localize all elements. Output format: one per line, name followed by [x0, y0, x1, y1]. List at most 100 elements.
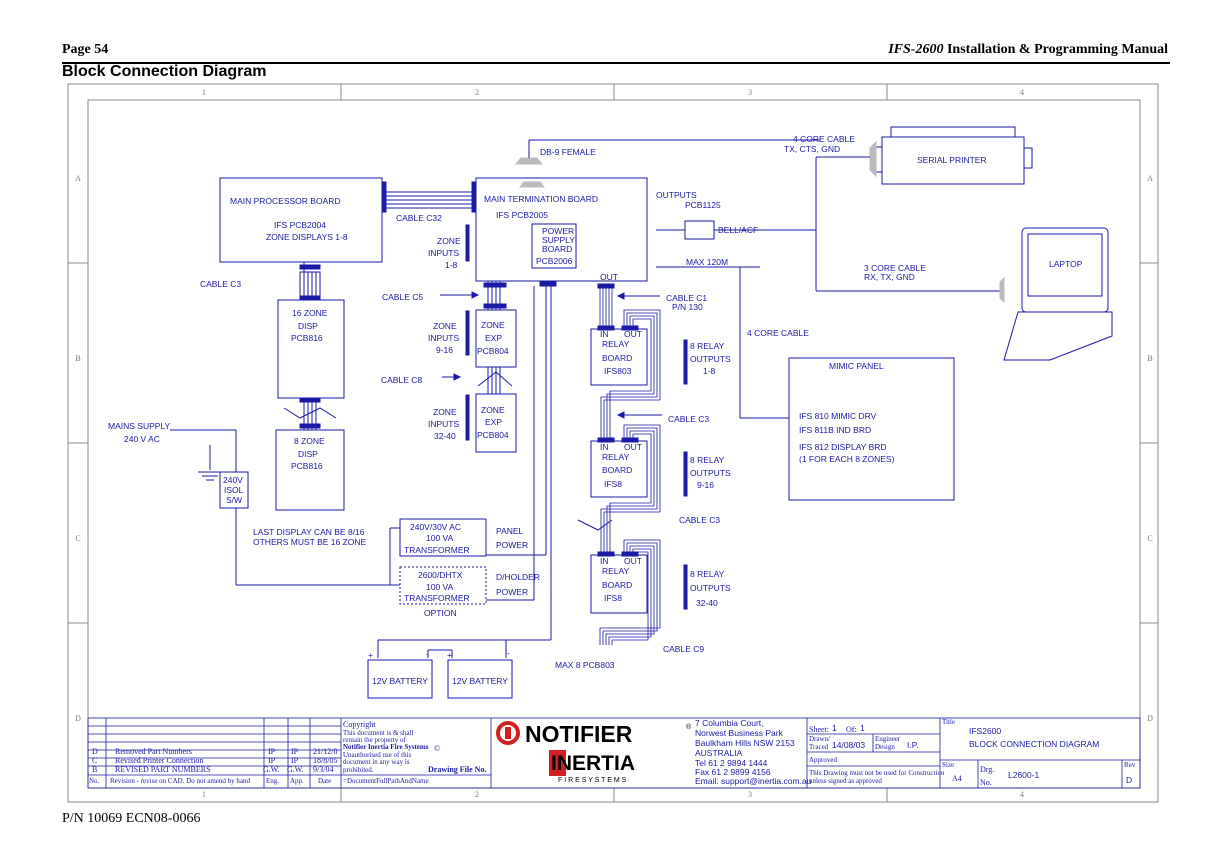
zone16-label-3: PCB816 — [291, 333, 323, 343]
four-core-cable-label: 4 CORE CABLE — [793, 134, 855, 144]
grid-col-4-bottom: 4 — [1020, 790, 1024, 799]
manual-title: IFS-2600 Installation & Programming Manu… — [888, 42, 1168, 58]
relay-1-label-2: BOARD — [602, 353, 632, 363]
rev-b-date: 9/3/04 — [313, 765, 333, 774]
notifier-logo-text: NOTIFIER — [525, 721, 633, 747]
rev-header-revision: Revision - revise on CAD. Do not amend b… — [110, 777, 250, 785]
main-processor-board-box — [219, 177, 383, 263]
copyright-symbol: © — [434, 744, 440, 753]
title-line-1: IFS2600 — [969, 726, 1001, 736]
db9-connector — [514, 157, 544, 165]
last-display-label-1: LAST DISPLAY CAN BE 8/16 — [253, 527, 365, 537]
pcb1125-label: PCB1125 — [685, 200, 721, 210]
drawing-number: L2600-1 — [1008, 770, 1039, 780]
grid-labels: 1 2 3 4 1 2 3 4 A B C D A B C D — [75, 88, 1153, 799]
grid-col-4-top: 4 — [1020, 88, 1024, 97]
approved-label: Approved — [809, 756, 837, 764]
eight-relay-1-label-2: OUTPUTS — [690, 354, 731, 364]
cable-c3-mid-label: CABLE C3 — [668, 414, 709, 424]
relay-2-model-label: IFS8 — [604, 479, 622, 489]
eight-relay-1-label-1: 8 RELAY — [690, 341, 725, 351]
address-line-7: Email: support@inertia.com.au — [695, 776, 812, 786]
battery-1-label: 12V BATTERY — [372, 676, 428, 686]
relay-1-model-label: IFS803 — [604, 366, 632, 376]
grid-col-3-top: 3 — [748, 88, 752, 97]
grid-row-a-right: A — [1147, 174, 1153, 183]
copyright-line-5: Unauthorised use of this — [343, 751, 412, 759]
grid-row-c-left: C — [75, 534, 80, 543]
address-line-3: Baulkham Hills NSW 2153 — [695, 738, 795, 748]
transformer-1-label-2: 100 VA — [426, 533, 454, 543]
drawn-date: 14/08/03 — [832, 740, 865, 750]
last-display-label-2: OTHERS MUST BE 16 ZONE — [253, 537, 367, 547]
relay-3-out-label: OUT — [624, 556, 642, 566]
title-label: Title — [942, 718, 955, 726]
grid-col-1-bottom: 1 — [202, 790, 206, 799]
zone-displays-label: ZONE DISPLAYS 1-8 — [266, 232, 348, 242]
three-core-cable-label: 3 CORE CABLE — [864, 263, 926, 273]
mimic-line-2: IFS 811B IND BRD — [799, 425, 871, 435]
drawing-frame — [67, 83, 1159, 803]
zone16-label-1: 16 ZONE — [292, 308, 328, 318]
drawn-label: Drawn/ — [809, 735, 830, 743]
notifier-logo: NOTIFIER ® — [496, 721, 692, 747]
main-processor-label: MAIN PROCESSOR BOARD — [230, 196, 341, 206]
approval-note-1: This Drawing must not be used for Constr… — [809, 769, 945, 777]
relay-board-1-box — [590, 328, 648, 386]
max-8-label: MAX 8 PCB803 — [555, 660, 615, 670]
drawing-file-label: Drawing File No. — [428, 765, 486, 774]
size-label: Size — [942, 761, 954, 769]
ifs-pcb2005-label: IFS PCB2005 — [496, 210, 548, 220]
rev-d-text: Removed Part Numbers — [115, 747, 192, 756]
main-termination-label: MAIN TERMINATION BOARD — [484, 194, 598, 204]
eight-relay-1-label-3: 1-8 — [703, 366, 716, 376]
transformer-2-label-2: 100 VA — [426, 582, 454, 592]
serial-printer-label: SERIAL PRINTER — [917, 155, 987, 165]
zone-inputs-9-16-label-3: 9-16 — [436, 345, 453, 355]
approval-note-2: unless signed as approved — [809, 777, 882, 785]
cable-c32-label: CABLE C32 — [396, 213, 442, 223]
section-title: Block Connection Diagram — [62, 63, 267, 80]
pn-130-label: P/N 130 — [672, 302, 703, 312]
rev-b-text: REVISED PART NUMBERS — [115, 765, 211, 774]
page-number: Page 54 — [62, 42, 109, 57]
rev-header-date: Date — [318, 777, 331, 785]
manual-title-rest: Installation & Programming Manual — [943, 42, 1168, 57]
copyright-line-4: Notifier Inertia Fire Systems — [343, 743, 429, 751]
page-header: Page 54 IFS-2600 Installation & Programm… — [62, 42, 1170, 64]
laptop-label: LAPTOP — [1049, 259, 1083, 269]
battery-2-box — [447, 659, 513, 699]
v240-ac-label: 240 V AC — [124, 434, 160, 444]
of-label: Of: — [846, 725, 857, 734]
inertia-sub-text: F I R E S Y S T E M S — [558, 777, 627, 784]
zone-inputs-32-40-label-3: 32-40 — [434, 431, 456, 441]
rev-b-app: G.W. — [287, 765, 304, 774]
battery-1-plus: + — [368, 650, 373, 660]
zone-exp-1-label-3: PCB804 — [477, 346, 509, 356]
relay-board-3-box — [590, 554, 648, 614]
rev-c-date: 18/8/05 — [313, 756, 337, 765]
cable-c8-label: CABLE C8 — [381, 375, 422, 385]
relay-1-out-label: OUT — [624, 329, 642, 339]
engineer-value: I.P. — [907, 740, 919, 750]
diagram-shapes — [170, 126, 1113, 699]
power-supply-label-4: PCB2006 — [536, 256, 573, 266]
zone-inputs-32-40-label-1: ZONE — [433, 407, 457, 417]
power-supply-label-2: SUPPLY — [542, 235, 575, 245]
mimic-panel-label: MIMIC PANEL — [829, 361, 884, 371]
sheet-value: 1 — [832, 723, 837, 733]
title-line-2: BLOCK CONNECTION DIAGRAM — [969, 739, 1099, 749]
rev-d-date: 21/12/0 — [313, 747, 337, 756]
transformer-1-box — [399, 518, 487, 557]
grid-col-2-top: 2 — [475, 88, 479, 97]
grid-row-a-left: A — [75, 174, 81, 183]
rev-d-app: IP — [291, 747, 299, 756]
zone-exp-2-label-2: EXP — [485, 417, 502, 427]
diagram-labels: DB-9 FEMALE 4 CORE CABLE TX, CTS, GND SE… — [108, 134, 1083, 686]
transformer-2-box — [399, 566, 487, 605]
traced-label: Traced — [809, 743, 829, 751]
bell-acf-label: BELL/ACF — [718, 225, 758, 235]
rev-header-app: App. — [290, 777, 304, 785]
power-supply-box — [531, 223, 577, 269]
